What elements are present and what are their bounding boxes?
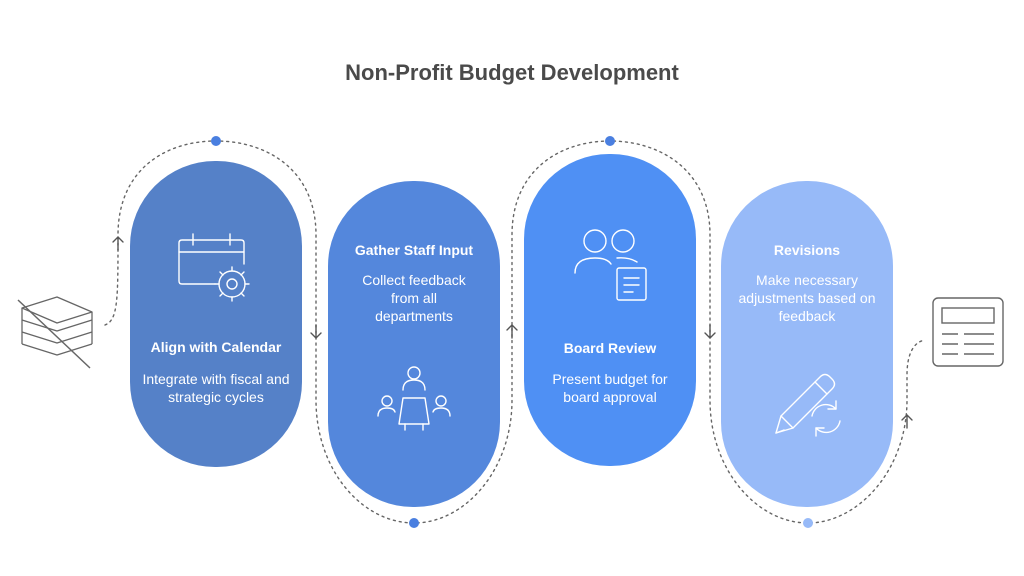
- arrow-up-icon: [112, 236, 124, 251]
- arrow-down-icon: [310, 324, 322, 339]
- stage-board-review: Board Review Present budget for board ap…: [524, 154, 696, 466]
- arrow-up-icon: [506, 324, 518, 339]
- team-meeting-icon: [377, 366, 451, 431]
- stage-description: Present budget for board approval: [552, 371, 668, 405]
- stage-align-with-calendar: Align with Calendar Integrate with fisca…: [130, 161, 302, 467]
- stage-title: Board Review: [563, 340, 657, 356]
- diagram-title: Non-Profit Budget Development: [345, 60, 679, 85]
- stage-revisions: Revisions Make necessary adjustments bas…: [721, 181, 893, 507]
- stage-description: Collect feedback from all departments: [362, 272, 466, 324]
- connector-dot: [605, 136, 615, 146]
- document-layout-icon: [932, 297, 1004, 367]
- stage-gather-staff-input: Gather Staff Input Collect feedback from…: [328, 181, 500, 507]
- connector-dot: [803, 518, 813, 528]
- calendar-gear-icon: [178, 233, 250, 302]
- stage-title: Revisions: [773, 242, 841, 258]
- stage-title: Gather Staff Input: [354, 242, 474, 258]
- stage-description: Integrate with fiscal and strategic cycl…: [142, 371, 290, 405]
- pencil-refresh-icon: [775, 373, 841, 437]
- arrow-up-icon: [901, 414, 913, 429]
- connector-dot: [409, 518, 419, 528]
- connector-dot: [211, 136, 221, 146]
- stacked-papers-crossed-icon: [17, 296, 93, 369]
- arrow-down-icon: [704, 324, 716, 339]
- board-document-icon: [574, 229, 647, 301]
- stage-title: Align with Calendar: [150, 339, 282, 355]
- stage-description: Make necessary adjustments based on feed…: [738, 272, 876, 324]
